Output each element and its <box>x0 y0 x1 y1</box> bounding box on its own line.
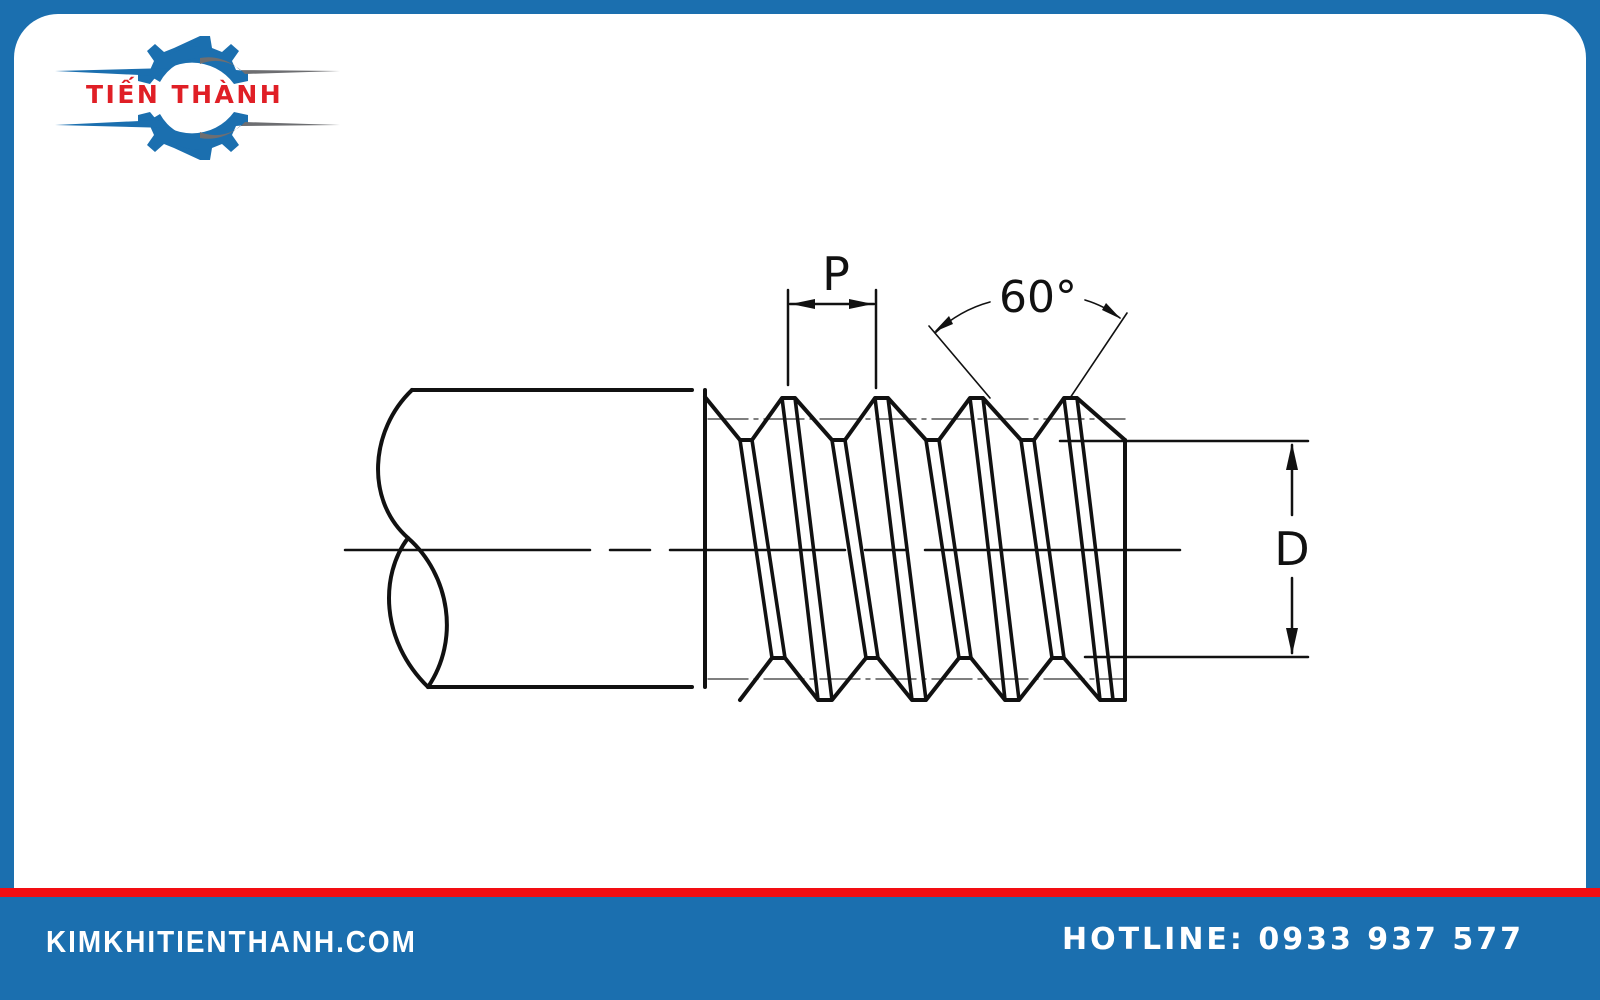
pitch-label: P <box>822 247 850 301</box>
thread-top-profile <box>703 395 1127 442</box>
shaft-body <box>376 388 707 689</box>
arrowheads <box>791 299 1298 655</box>
accent-stripe <box>0 888 1600 897</box>
thread-flanks <box>738 396 1115 702</box>
diameter-label: D <box>1274 522 1309 576</box>
website-link[interactable]: KIMKHITIENTHANH.COM <box>46 924 417 959</box>
brand-name: TIẾN THÀNH <box>86 80 284 109</box>
angle-label: 60° <box>999 272 1077 323</box>
hotline-text: HOTLINE: 0933 937 577 <box>1061 922 1524 957</box>
gear-icon <box>55 36 340 160</box>
footer-bar <box>0 897 1600 1000</box>
pitch-lines <box>707 418 1126 680</box>
brand-logo <box>50 28 350 168</box>
